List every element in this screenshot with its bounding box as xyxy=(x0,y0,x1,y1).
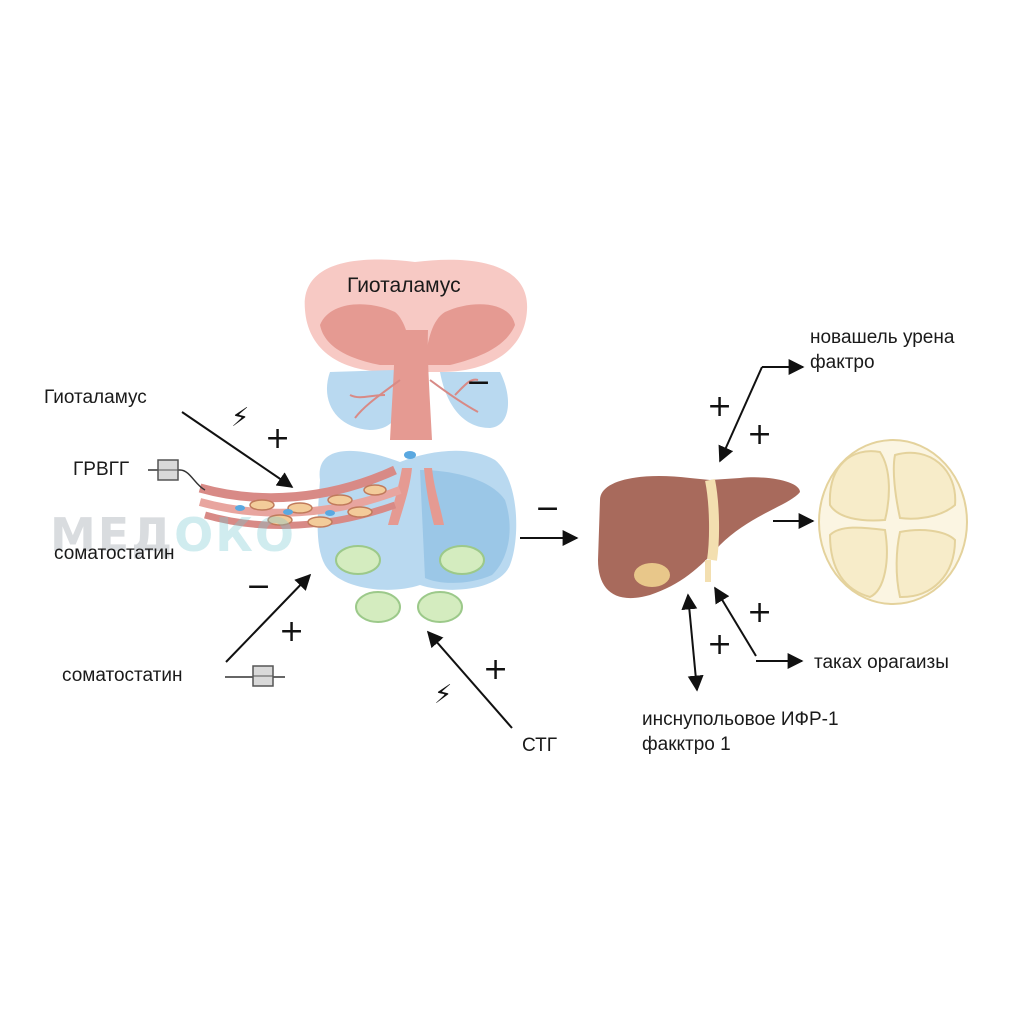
label-growth-factor-line1: новашель урена xyxy=(810,327,955,348)
arrow-igf-bidirectional xyxy=(681,593,704,692)
arrow-somatostatin-to-pituitary xyxy=(225,573,312,663)
hypothalamus-shape xyxy=(304,259,528,372)
minus-sign: − xyxy=(246,569,272,604)
plus-sign: + xyxy=(747,595,773,630)
pituitary-upper-lobes xyxy=(326,370,509,430)
label-stg: СТГ xyxy=(522,735,557,756)
receptor-boxes xyxy=(148,459,285,687)
label-grvgg: ГРВГГ xyxy=(73,459,130,480)
plus-sign: + xyxy=(265,421,291,456)
label-tissues: таках орагаизы xyxy=(814,652,949,673)
plus-sign: + xyxy=(279,614,305,649)
label-igf-line1: инснупольовое ИФР-1 xyxy=(642,709,839,730)
arrows xyxy=(181,359,815,729)
minus-sign: − xyxy=(535,491,561,526)
arrow-stg-to-cells xyxy=(426,630,513,729)
adipose-tissue xyxy=(818,439,968,605)
label-igf: инснупольовое ИФР-1 факктро 1 xyxy=(642,708,839,757)
label-growth-factor-line2: фактро xyxy=(810,351,875,373)
vessels xyxy=(349,378,479,419)
arrow-growth-factor-to-liver xyxy=(718,366,763,463)
neuron-bundle xyxy=(198,451,416,529)
bolt-icon: ⚡ xyxy=(434,680,453,710)
plus-sign: + xyxy=(483,652,509,687)
label-somatostatin-lower: соматостатин xyxy=(62,665,183,686)
secretory-cells xyxy=(335,545,485,623)
arrow-hypothalamus-to-bundle xyxy=(181,411,294,488)
label-hypothalamus-left: Гиоталамус xyxy=(44,387,147,408)
liver xyxy=(598,476,800,599)
watermark: МЕДОКО xyxy=(50,508,296,562)
bolt-icon: ⚡ xyxy=(231,403,250,433)
label-somatostatin-upper: соматостатин xyxy=(54,543,175,564)
plus-sign: + xyxy=(707,389,733,424)
minus-sign: − xyxy=(466,365,492,400)
watermark-part1: МЕД xyxy=(50,508,175,562)
plus-sign: + xyxy=(747,417,773,452)
plus-sign: + xyxy=(707,627,733,662)
watermark-part2: ОКО xyxy=(174,508,296,562)
pituitary-stalk xyxy=(390,330,432,440)
arrow-tissues-to-liver xyxy=(714,586,757,657)
label-growth-factor: новашель урена фактро xyxy=(810,326,954,375)
label-hypothalamus-top: Гиоталамус xyxy=(347,274,461,297)
label-igf-line2: факктро 1 xyxy=(642,733,731,755)
